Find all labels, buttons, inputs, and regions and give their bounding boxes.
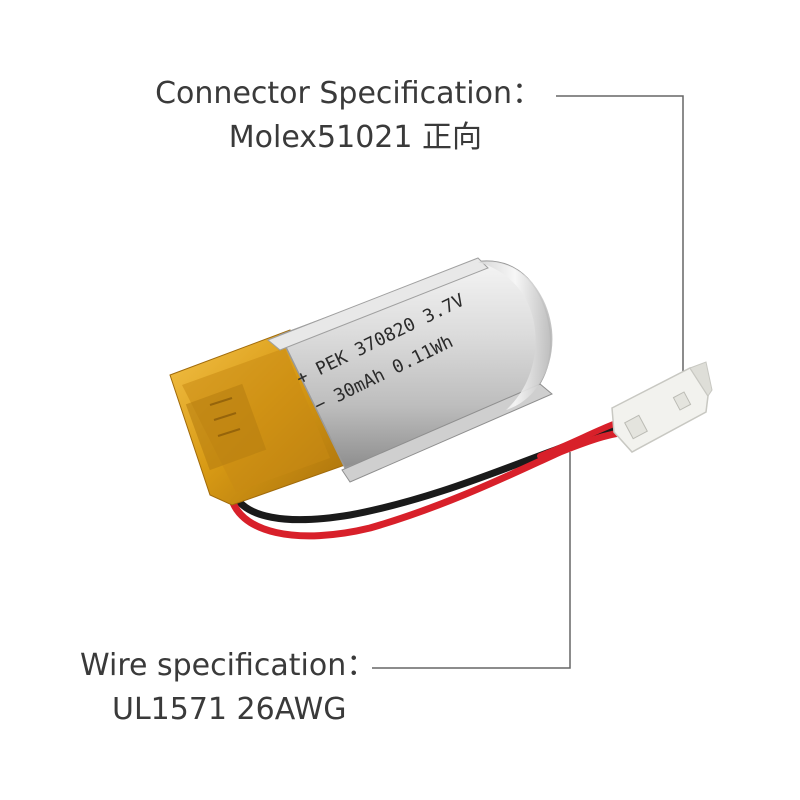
- connector-spec-title: Connector Specification：: [155, 76, 542, 111]
- connector-spec-value: Molex51021 正向: [228, 120, 482, 155]
- wire-spec-title: Wire specification：: [80, 648, 377, 683]
- lipo-battery: + PEK 370820 3.7V − 30mAh 0.11Wh: [169, 257, 553, 506]
- wire-leader-line: [372, 452, 571, 669]
- molex-connector: [611, 361, 713, 453]
- connector-leader-line: [556, 95, 684, 400]
- wire-spec-value: UL1571 26AWG: [112, 692, 347, 727]
